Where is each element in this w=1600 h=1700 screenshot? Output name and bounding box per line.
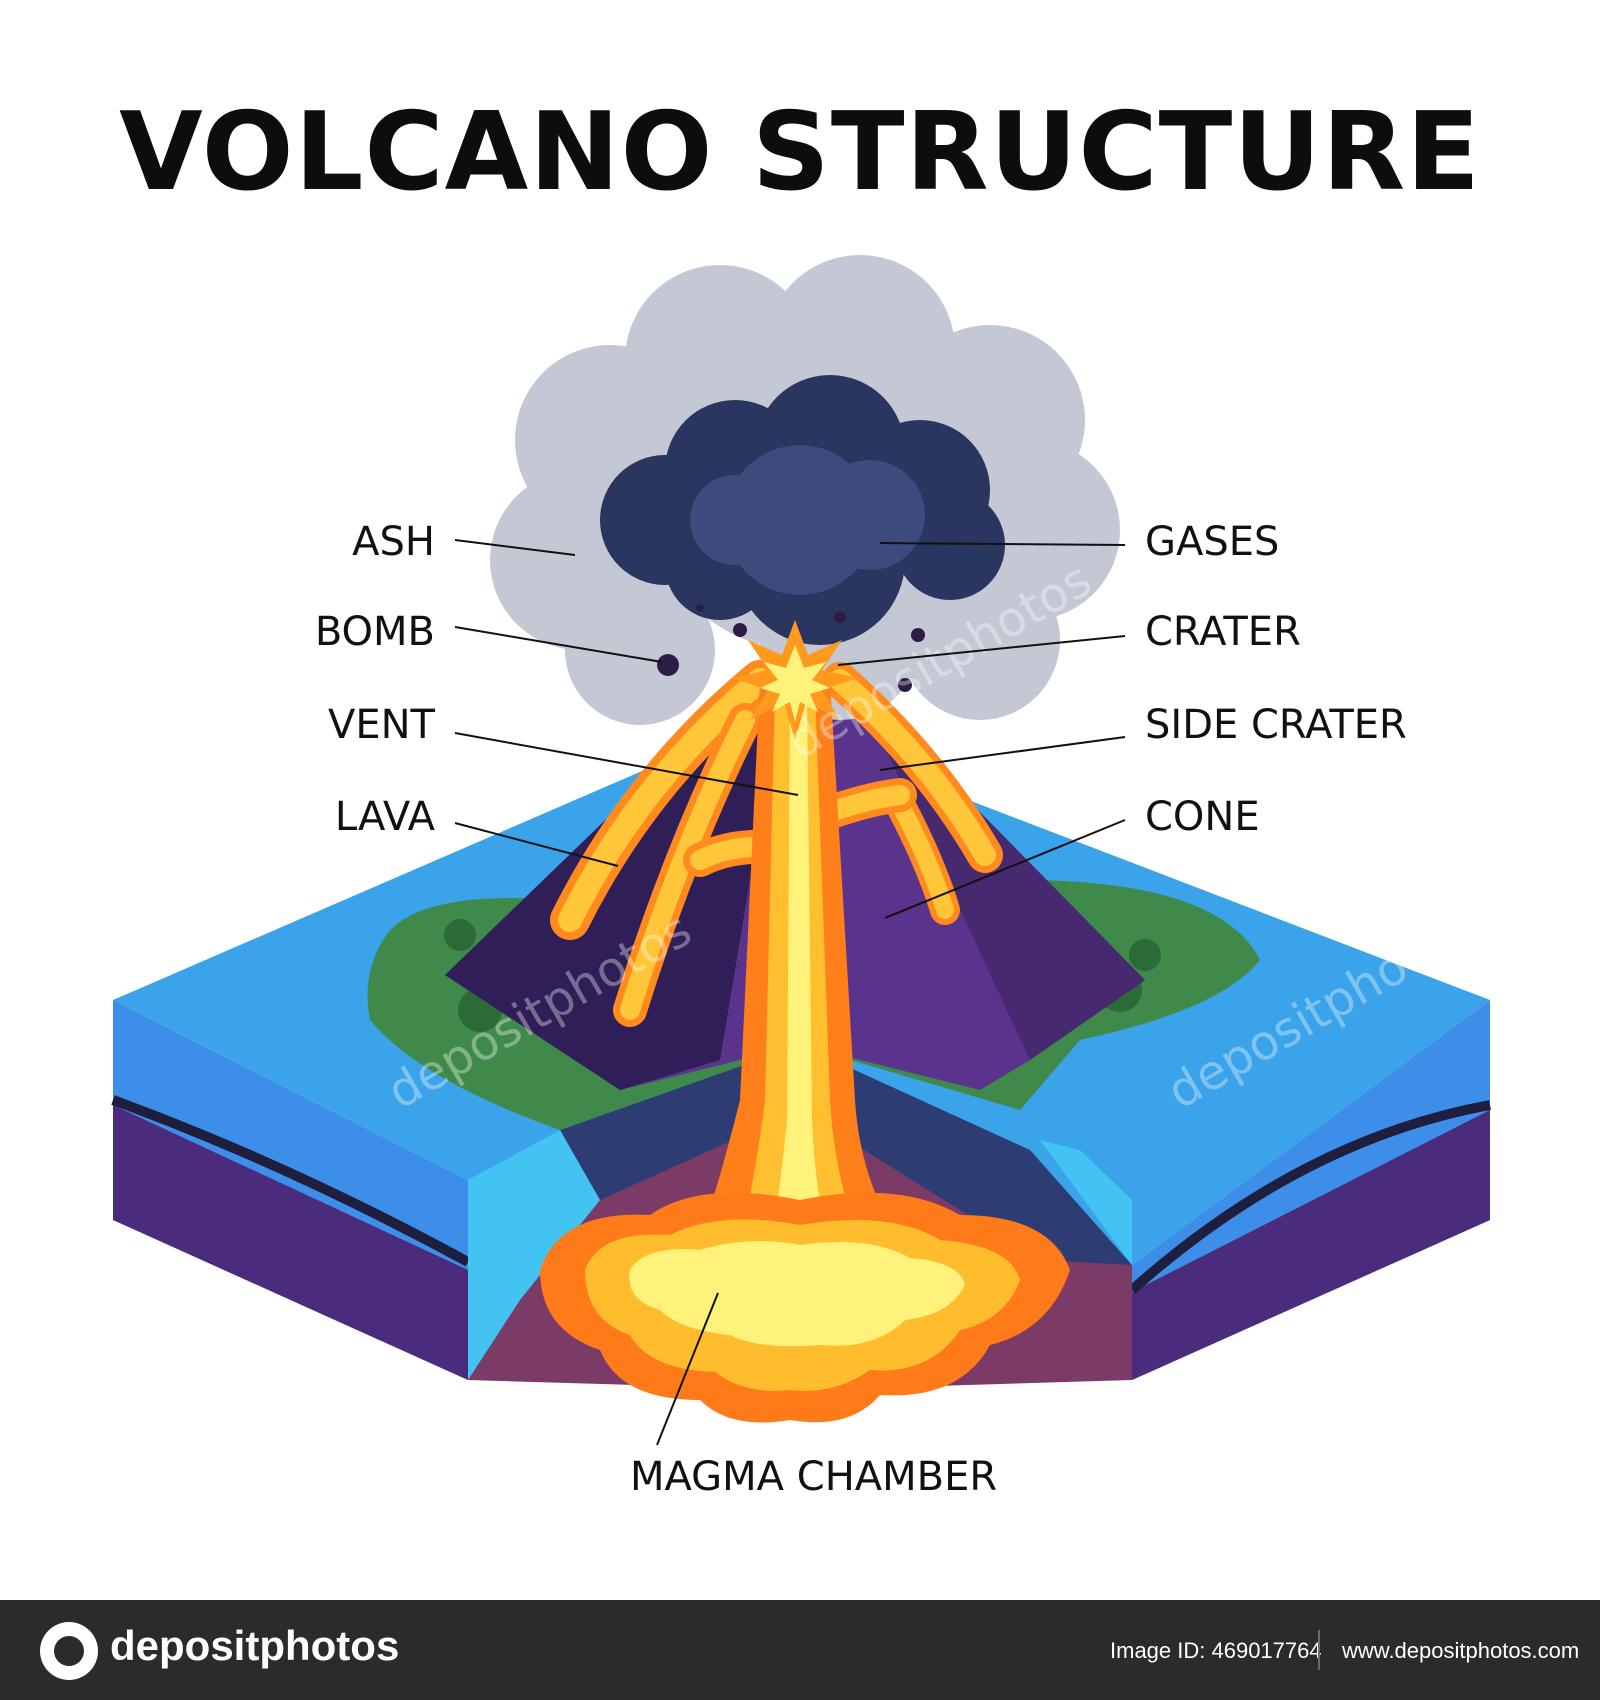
- side-crater-leader-line: [879, 736, 1126, 771]
- footer-image-id: Image ID: 469017764: [1110, 1638, 1322, 1663]
- footer-divider: [1318, 1630, 1320, 1670]
- crater-leader-line: [837, 635, 1126, 666]
- label-vent: VENT: [328, 702, 435, 748]
- footer-site-link[interactable]: www.depositphotos.com: [1342, 1638, 1580, 1663]
- gases-leader-line: [879, 542, 1126, 546]
- label-side-crater: SIDE CRATER: [1145, 702, 1407, 748]
- vent-conduit: [700, 680, 900, 1240]
- crater-burst: [732, 620, 858, 740]
- magma-chamber: [540, 1192, 1070, 1423]
- label-cone: CONE: [1145, 794, 1260, 840]
- lava-leader-line: [454, 822, 619, 867]
- footer-logo-text: depositphotos: [110, 1622, 400, 1669]
- label-bomb: BOMB: [314, 609, 435, 655]
- depositphotos-logo-icon: [40, 1622, 98, 1680]
- label-crater: CRATER: [1145, 609, 1301, 655]
- footer-bar: depositphotos Image ID: 469017764 www.de…: [0, 1600, 1600, 1700]
- gas-cloud: [600, 375, 1005, 645]
- vent-leader-line: [454, 732, 799, 796]
- magma-chamber-leader-line: [656, 1292, 719, 1446]
- page-title: VOLCANO STRUCTURE: [119, 90, 1481, 215]
- label-lava: LAVA: [334, 794, 435, 840]
- bomb-leader-line: [454, 626, 663, 663]
- label-gases: GASES: [1145, 519, 1280, 565]
- label-ash: ASH: [352, 519, 435, 565]
- label-magma-chamber: MAGMA CHAMBER: [630, 1454, 998, 1500]
- cone-leader-line: [884, 819, 1126, 919]
- ash-leader-line: [454, 539, 576, 556]
- leader-lines: [454, 539, 1126, 1446]
